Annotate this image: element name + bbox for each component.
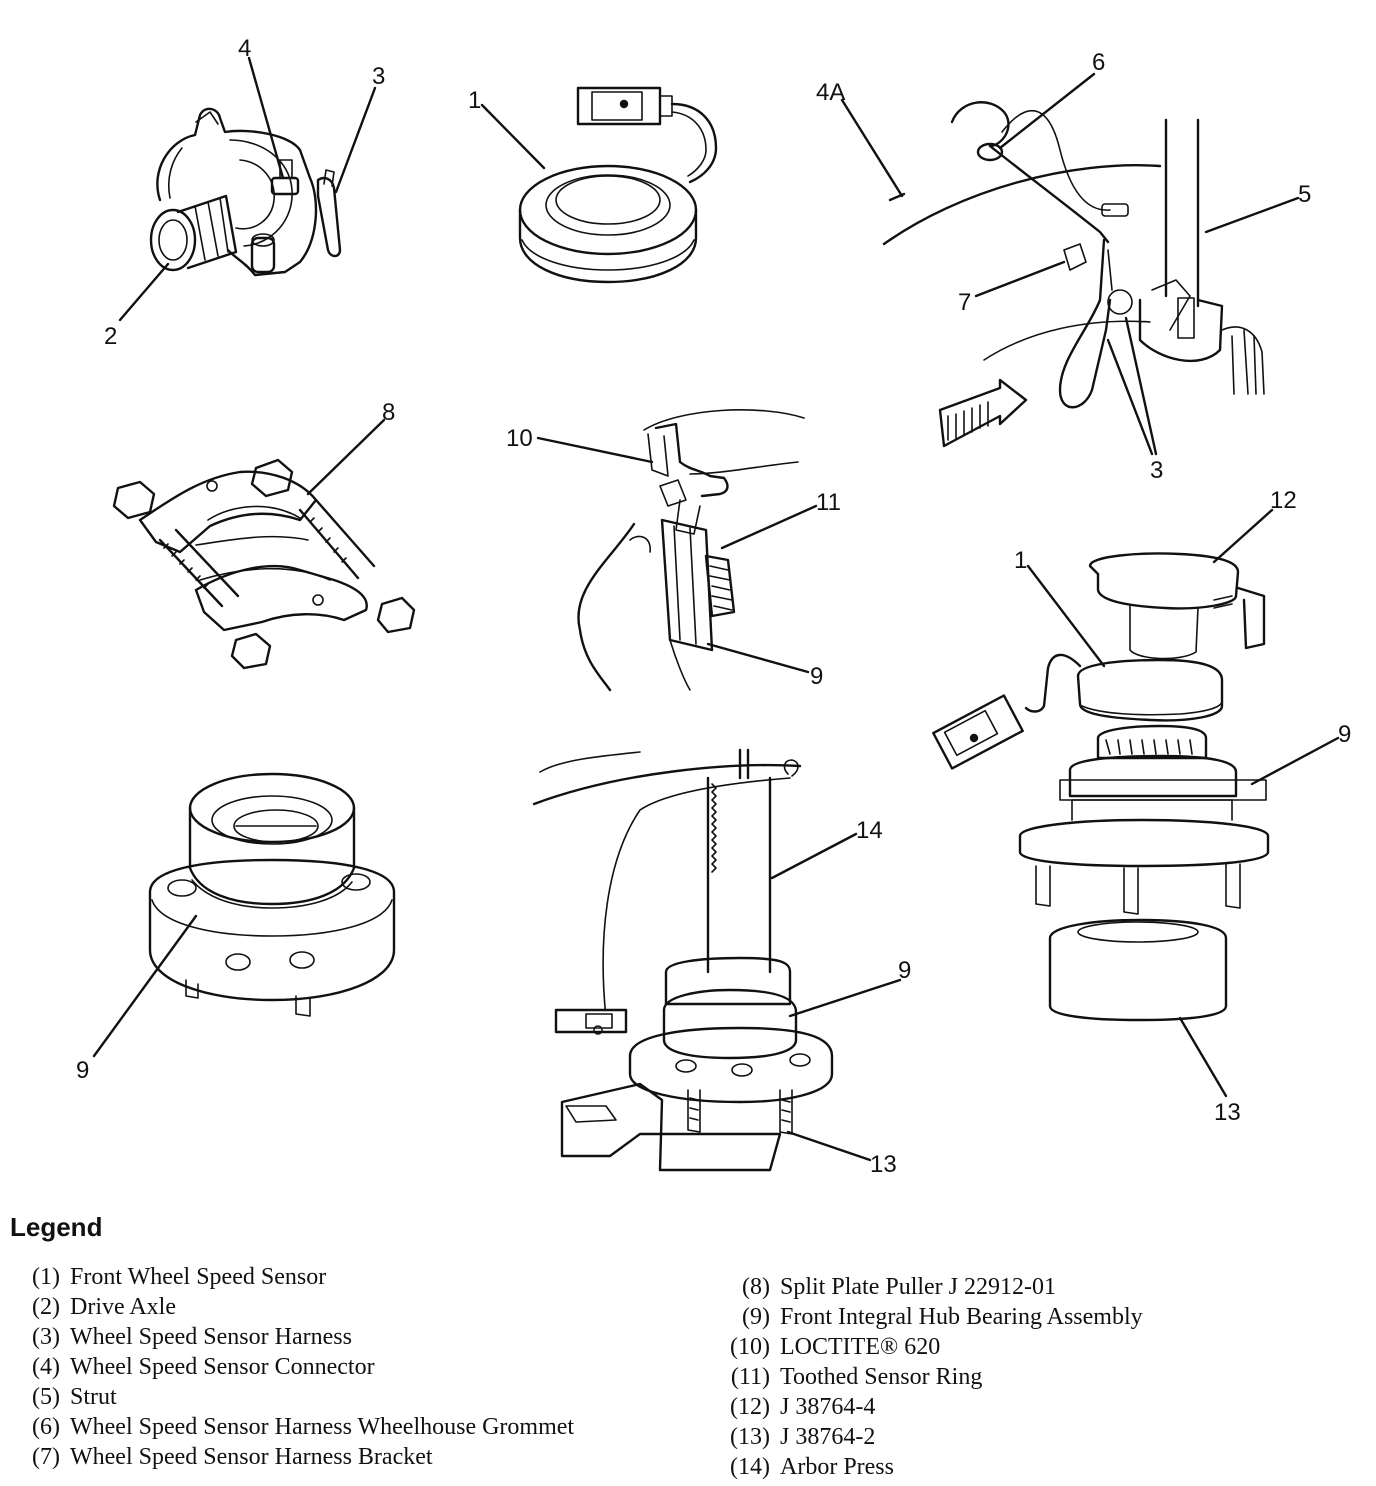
legend-item-label: Wheel Speed Sensor Harness <box>70 1324 352 1350</box>
leader-3b-b <box>1124 316 1158 456</box>
legend-item: (6) Wheel Speed Sensor Harness Wheelhouse… <box>18 1412 574 1442</box>
exploded-hub-tools-drawing <box>932 552 1270 1022</box>
leader-13b <box>1178 1016 1228 1098</box>
callout-2: 2 <box>104 323 117 350</box>
drive-axle-knuckle-drawing <box>149 107 342 277</box>
legend-item: (1) Front Wheel Speed Sensor <box>18 1262 574 1292</box>
leader-3a <box>334 86 377 194</box>
leader-8 <box>306 418 386 496</box>
callout-9b: 9 <box>76 1057 89 1084</box>
callout-6: 6 <box>1092 49 1105 76</box>
legend-item: (11) Toothed Sensor Ring <box>716 1362 1143 1392</box>
legend-item: (5) Strut <box>18 1382 574 1412</box>
leader-4a <box>840 98 904 198</box>
legend-item-number: (10) <box>730 1334 770 1360</box>
legend-title: Legend <box>10 1212 103 1242</box>
leader-9a <box>706 642 810 674</box>
callout-14: 14 <box>856 817 883 844</box>
callout-9c: 9 <box>1338 721 1351 748</box>
legend-item-number: (2) <box>32 1294 60 1320</box>
legend-item: (3) Wheel Speed Sensor Harness <box>18 1322 574 1352</box>
legend-item: (14) Arbor Press <box>716 1452 1143 1482</box>
legend-item-label: Arbor Press <box>780 1454 894 1480</box>
leader-5 <box>1204 196 1300 234</box>
strut-harness-routing-drawing <box>882 101 1265 448</box>
callout-9a: 9 <box>810 663 823 690</box>
legend-item-label: Wheel Speed Sensor Connector <box>70 1354 375 1380</box>
legend-item-label: J 38764-4 <box>780 1394 876 1420</box>
legend-item: (13) J 38764-2 <box>716 1422 1143 1452</box>
callout-11: 11 <box>816 489 841 516</box>
hub-bearing-assembly-drawing <box>148 772 396 1017</box>
legend-item-number: (11) <box>730 1364 770 1390</box>
leader-1b <box>1026 564 1106 668</box>
legend-item-label: Split Plate Puller J 22912-01 <box>780 1274 1056 1300</box>
callout-1b: 1 <box>1014 547 1027 574</box>
legend-item-label: Drive Axle <box>70 1294 176 1320</box>
legend-item: (12) J 38764-4 <box>716 1392 1143 1422</box>
leader-12 <box>1212 508 1274 564</box>
leader-4 <box>247 56 285 180</box>
callout-4a: 4A <box>816 79 845 106</box>
callout-13a: 13 <box>870 1151 897 1178</box>
leader-14 <box>770 832 858 880</box>
legend-item-number: (1) <box>32 1264 60 1290</box>
callout-9d: 9 <box>898 957 911 984</box>
callout-3b: 3 <box>1150 457 1163 484</box>
legend-item-label: Toothed Sensor Ring <box>780 1364 983 1390</box>
callout-3a: 3 <box>372 63 385 90</box>
leader-11 <box>720 504 818 550</box>
callout-13b: 13 <box>1214 1099 1241 1126</box>
leader-9c <box>1250 736 1340 786</box>
split-plate-puller-drawing <box>112 458 416 670</box>
arbor-press-drawing <box>532 748 834 1172</box>
legend-item-label: Strut <box>70 1384 117 1410</box>
leader-6 <box>998 72 1096 150</box>
legend-item-number: (9) <box>742 1304 770 1330</box>
legend-item: (10) LOCTITE® 620 <box>716 1332 1143 1362</box>
leader-9b <box>92 914 198 1058</box>
legend-item-number: (3) <box>32 1324 60 1350</box>
legend-item-label: Front Wheel Speed Sensor <box>70 1264 327 1290</box>
legend-item: (7) Wheel Speed Sensor Harness Bracket <box>18 1442 574 1472</box>
callout-5: 5 <box>1298 181 1311 208</box>
callout-1a: 1 <box>468 87 481 114</box>
leader-13a <box>786 1130 872 1162</box>
legend-item-label: LOCTITE® 620 <box>780 1334 941 1360</box>
legend-item-label: Wheel Speed Sensor Harness Bracket <box>70 1444 433 1470</box>
legend-item-number: (13) <box>730 1424 770 1450</box>
legend-item: (8) Split Plate Puller J 22912-01 <box>716 1272 1143 1302</box>
legend-item-number: (12) <box>730 1394 770 1420</box>
leader-3b-a <box>1106 338 1154 456</box>
legend-item-number: (14) <box>730 1454 770 1480</box>
legend-item-number: (4) <box>32 1354 60 1380</box>
callout-4: 4 <box>238 35 251 62</box>
leader-2 <box>118 262 170 322</box>
legend-item-number: (8) <box>742 1274 770 1300</box>
loctite-sensor-ring-drawing <box>577 409 805 692</box>
legend-list-left: (1) Front Wheel Speed Sensor (2) Drive Axl… <box>18 1262 574 1472</box>
wheel-speed-sensor-drawing <box>518 86 718 284</box>
callout-12: 12 <box>1270 487 1297 514</box>
leader-10 <box>536 436 654 464</box>
leader-1a <box>480 103 546 170</box>
legend-item-label: J 38764-2 <box>780 1424 876 1450</box>
legend-item-label: Wheel Speed Sensor Harness Wheelhouse Gr… <box>70 1414 575 1440</box>
legend-item-label: Front Integral Hub Bearing Assembly <box>780 1304 1143 1330</box>
exploded-view-illustration: 4 3 2 1 <box>76 35 1351 1178</box>
leader-9d <box>788 978 902 1018</box>
legend-item-number: (6) <box>32 1414 60 1440</box>
legend-item: (2) Drive Axle <box>18 1292 574 1322</box>
callout-10: 10 <box>506 425 533 452</box>
legend-item-number: (7) <box>32 1444 60 1470</box>
legend-list-right: (8) Split Plate Puller J 22912-01 (9) Fron… <box>716 1272 1143 1482</box>
callout-8: 8 <box>382 399 395 426</box>
callout-7: 7 <box>958 289 971 316</box>
legend-item-number: (5) <box>32 1384 60 1410</box>
legend-item: (9) Front Integral Hub Bearing Assembly <box>716 1302 1143 1332</box>
legend-item: (4) Wheel Speed Sensor Connector <box>18 1352 574 1382</box>
leader-7 <box>974 260 1066 298</box>
